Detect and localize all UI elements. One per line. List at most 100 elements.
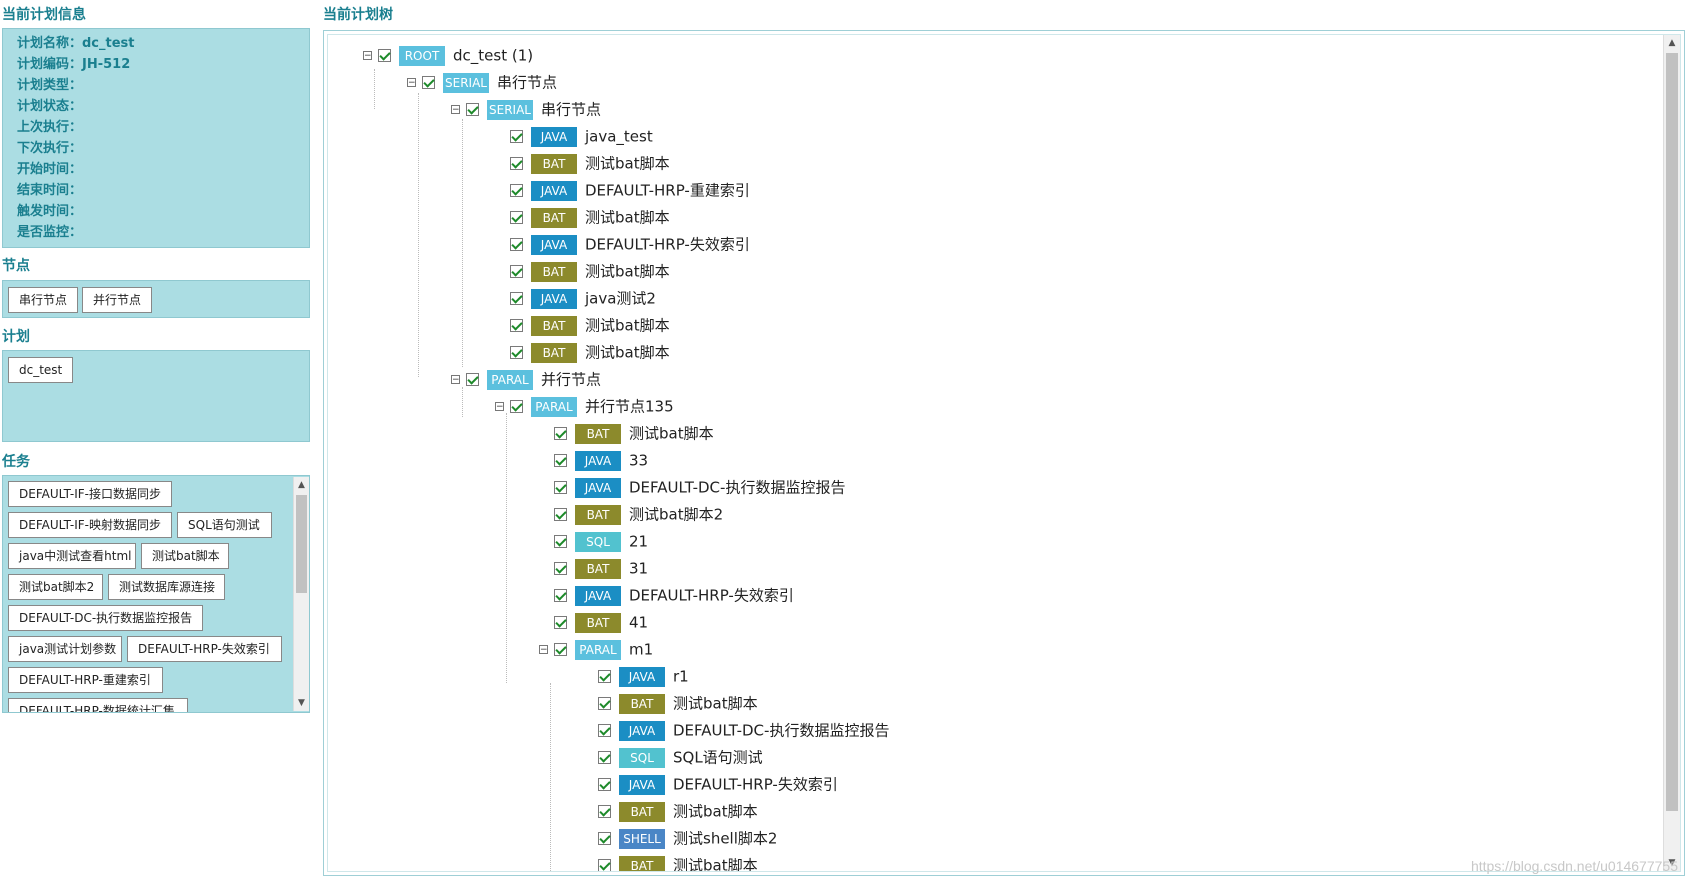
collapse-icon[interactable]: − <box>363 51 372 61</box>
node-label[interactable]: m1 <box>629 640 654 659</box>
task-button[interactable]: DEFAULT-IF-接口数据同步 <box>8 481 172 507</box>
scroll-up-icon[interactable]: ▲ <box>298 480 305 490</box>
node-label[interactable]: DEFAULT-HRP-失效索引 <box>629 586 794 605</box>
checkbox-checked-icon[interactable] <box>422 76 435 89</box>
node-label[interactable]: DEFAULT-DC-执行数据监控报告 <box>629 478 846 497</box>
checkbox-checked-icon[interactable] <box>510 211 523 224</box>
checkbox-checked-icon[interactable] <box>554 535 567 548</box>
task-button[interactable]: DEFAULT-HRP-失效索引 <box>127 636 282 662</box>
checkbox-checked-icon[interactable] <box>554 643 567 656</box>
node-label[interactable]: r1 <box>673 667 689 686</box>
checkbox-checked-icon[interactable] <box>510 157 523 170</box>
task-button[interactable]: DEFAULT-HRP-重建索引 <box>8 667 163 693</box>
node-label[interactable]: 31 <box>629 559 649 578</box>
checkbox-checked-icon[interactable] <box>598 697 611 710</box>
scroll-up-icon[interactable]: ▲ <box>1668 38 1676 48</box>
scroll-thumb[interactable] <box>1666 53 1678 811</box>
checkbox-checked-icon[interactable] <box>510 292 523 305</box>
checkbox-checked-icon[interactable] <box>554 616 567 629</box>
checkbox-checked-icon[interactable] <box>598 724 611 737</box>
node-label[interactable]: DEFAULT-HRP-失效索引 <box>585 235 750 254</box>
node-label[interactable]: DEFAULT-HRP-重建索引 <box>585 181 750 200</box>
node-label[interactable]: SQL语句测试 <box>673 748 763 767</box>
scroll-down-icon[interactable]: ▼ <box>298 698 305 708</box>
checkbox-checked-icon[interactable] <box>554 589 567 602</box>
checkbox-checked-icon[interactable] <box>598 832 611 845</box>
scroll-down-icon[interactable]: ▼ <box>1668 858 1676 868</box>
node-label[interactable]: 测试bat脚本 <box>673 856 758 872</box>
task-button[interactable]: DEFAULT-DC-执行数据监控报告 <box>8 605 203 631</box>
node-label[interactable]: DEFAULT-HRP-失效索引 <box>673 775 838 794</box>
checkbox-checked-icon[interactable] <box>378 49 391 62</box>
checkbox-checked-icon[interactable] <box>510 265 523 278</box>
node-label[interactable]: 33 <box>629 451 649 470</box>
checkbox-checked-icon[interactable] <box>510 346 523 359</box>
node-label[interactable]: 41 <box>629 613 649 632</box>
checkbox-checked-icon[interactable] <box>510 130 523 143</box>
task-button[interactable]: DEFAULT-HRP-数据统计汇集 <box>8 698 188 712</box>
task-button[interactable]: SQL语句测试 <box>177 512 272 538</box>
node-label[interactable]: 测试shell脚本2 <box>673 829 778 848</box>
collapse-icon[interactable]: − <box>451 375 460 385</box>
task-button[interactable]: java测试计划参数 <box>8 636 122 662</box>
task-button[interactable]: 测试bat脚本2 <box>8 574 103 600</box>
tree-scrollbar[interactable]: ▲ ▼ <box>1663 35 1680 871</box>
checkbox-checked-icon[interactable] <box>510 184 523 197</box>
node-label[interactable]: 串行节点 <box>541 100 602 119</box>
node-label[interactable]: 并行节点 <box>541 370 602 389</box>
checkbox-checked-icon[interactable] <box>598 805 611 818</box>
scroll-thumb[interactable] <box>296 495 307 593</box>
node-label[interactable]: 测试bat脚本 <box>585 154 670 173</box>
plan-dc-test-button[interactable]: dc_test <box>8 357 74 383</box>
node-label[interactable]: 测试bat脚本 <box>629 424 714 443</box>
task-button[interactable]: java中测试查看html <box>8 543 136 569</box>
node-label[interactable]: 测试bat脚本 <box>673 802 758 821</box>
checkbox-checked-icon[interactable] <box>510 238 523 251</box>
collapse-icon[interactable]: − <box>451 105 460 115</box>
checkbox-checked-icon[interactable] <box>466 373 479 386</box>
checkbox-checked-icon[interactable] <box>554 481 567 494</box>
node-label[interactable]: 测试bat脚本 <box>585 262 670 281</box>
checkbox-checked-icon[interactable] <box>554 454 567 467</box>
task-button[interactable]: 测试bat脚本 <box>141 543 229 569</box>
checkbox-checked-icon[interactable] <box>510 400 523 413</box>
node-label[interactable]: dc_test (1) <box>453 46 534 65</box>
node-label[interactable]: 测试bat脚本 <box>585 208 670 227</box>
serial-node-button[interactable]: 串行节点 <box>8 287 79 313</box>
node-label[interactable]: 21 <box>629 532 649 551</box>
checkbox-checked-icon[interactable] <box>598 670 611 683</box>
task-button[interactable]: DEFAULT-IF-映射数据同步 <box>8 512 172 538</box>
checkbox-checked-icon[interactable] <box>466 103 479 116</box>
node-label[interactable]: java_test <box>585 127 653 146</box>
checkbox-checked-icon[interactable] <box>598 859 611 871</box>
node-label[interactable]: 并行节点135 <box>585 397 674 416</box>
checkbox-checked-icon[interactable] <box>554 508 567 521</box>
checkbox-checked-icon[interactable] <box>598 778 611 791</box>
node-label[interactable]: 测试bat脚本 <box>673 694 758 713</box>
node-label[interactable]: 测试bat脚本2 <box>629 505 724 524</box>
